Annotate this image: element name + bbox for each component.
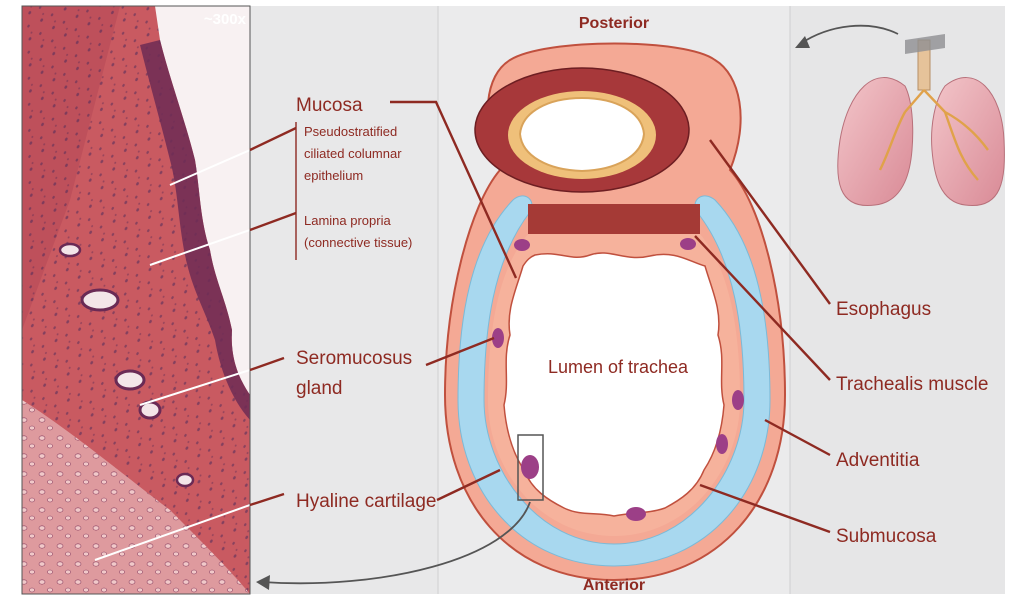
epithelium-label-line1: Pseudostratified bbox=[304, 124, 397, 139]
posterior-label: Posterior bbox=[579, 15, 649, 32]
micrograph bbox=[22, 6, 250, 594]
esophagus-label: Esophagus bbox=[836, 299, 931, 320]
gland bbox=[521, 455, 539, 479]
trachealis-muscle-label: Trachealis muscle bbox=[836, 374, 988, 395]
trachealis-muscle-band bbox=[528, 204, 700, 234]
gland bbox=[626, 507, 646, 521]
gland bbox=[680, 238, 696, 250]
mucosa-label: Mucosa bbox=[296, 95, 363, 116]
gland bbox=[716, 434, 728, 454]
gland bbox=[732, 390, 744, 410]
esophagus-lumen bbox=[520, 98, 644, 171]
gland bbox=[514, 239, 530, 251]
gland-label-line1: Seromucosus bbox=[296, 348, 412, 369]
anterior-label: Anterior bbox=[583, 577, 645, 594]
lamina-propria-label-line2: (connective tissue) bbox=[304, 235, 412, 250]
hyaline-cartilage-label: Hyaline cartilage bbox=[296, 491, 436, 512]
adventitia-label: Adventitia bbox=[836, 450, 920, 471]
magnification-label: ~300x bbox=[204, 11, 247, 28]
epithelium-label-line2: ciliated columnar bbox=[304, 146, 402, 161]
right-lung bbox=[932, 78, 1005, 206]
tracheal-lumen bbox=[504, 253, 724, 516]
trachea-cross-section bbox=[445, 44, 785, 581]
lumen-label: Lumen of trachea bbox=[548, 357, 689, 377]
lamina-propria-label-line1: Lamina propria bbox=[304, 213, 391, 228]
epithelium-label-line3: epithelium bbox=[304, 168, 363, 183]
gland-label-line2: gland bbox=[296, 378, 343, 399]
submucosa-label: Submucosa bbox=[836, 526, 937, 547]
